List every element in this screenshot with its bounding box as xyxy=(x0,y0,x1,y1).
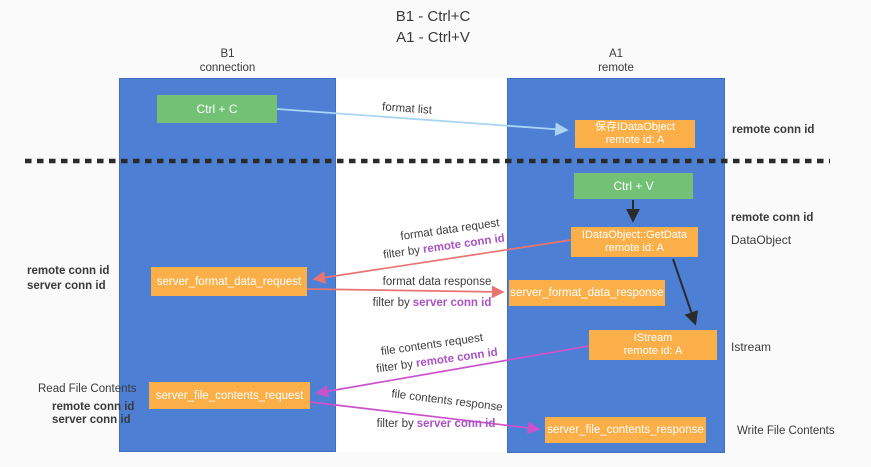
box-label-line1: IStream xyxy=(633,332,673,344)
lifeline-role: remote xyxy=(598,61,634,74)
diagram-title: B1 - Ctrl+C A1 - Ctrl+V xyxy=(396,6,471,48)
box-idataobject-getdata: IDataObject::GetData remote id: A xyxy=(571,227,698,257)
box-ctrl-c: Ctrl + C xyxy=(157,95,277,123)
box-label-line2: remote id: A xyxy=(623,345,683,357)
box-label-line2: remote id: A xyxy=(605,134,665,146)
filter-by-text: filter by xyxy=(372,297,410,309)
filter-by-text: filter by xyxy=(376,418,414,430)
box-label: Ctrl + C xyxy=(196,102,238,116)
box-saved-idataobject: 保存IDataObject remote id: A xyxy=(575,120,695,148)
annotation-read-server-conn-id: server conn id xyxy=(52,414,131,426)
title-line-2: A1 - Ctrl+V xyxy=(396,29,470,46)
box-server-format-data-request: server_format_data_request xyxy=(151,267,307,296)
box-label: server_format_data_request xyxy=(156,275,302,288)
lifeline-name: A1 xyxy=(608,48,624,60)
lifeline-header-b1: B1 connection xyxy=(119,48,336,75)
annotation-istream: Istream xyxy=(731,340,772,354)
box-label: server_file_contents_request xyxy=(155,389,304,402)
annotation-write-file-contents: Write File Contents xyxy=(737,425,835,437)
box-server-file-contents-request: server_file_contents_request xyxy=(149,382,310,409)
box-server-format-data-response: server_format_data_response xyxy=(509,280,665,306)
server-conn-id-text: server conn id xyxy=(416,418,496,430)
label-format-data-response: format data response xyxy=(382,276,492,288)
annotation-left-server-conn-id: server conn id xyxy=(27,280,106,292)
annotation-left-remote-conn-id: remote conn id xyxy=(27,265,110,277)
box-label: server_format_data_response xyxy=(510,287,664,299)
box-label: server_file_contents_response xyxy=(547,424,704,436)
annotation-read-file-contents: Read File Contents xyxy=(38,383,137,395)
lifeline-role: connection xyxy=(199,61,256,74)
box-ctrl-v: Ctrl + V xyxy=(574,173,693,199)
annotation-dataobject: DataObject xyxy=(731,233,792,247)
box-server-file-contents-response: server_file_contents_response xyxy=(545,417,706,443)
box-label: Ctrl + V xyxy=(613,179,654,193)
box-label-line2: remote id: A xyxy=(605,242,664,254)
title-line-1: B1 - Ctrl+C xyxy=(395,8,471,25)
annotation-remote-conn-id-dataobject: remote conn id xyxy=(731,212,814,224)
box-istream: IStream remote id: A xyxy=(589,330,717,360)
annotation-remote-conn-id-top: remote conn id xyxy=(732,124,815,136)
box-label-line1: 保存IDataObject xyxy=(594,121,676,133)
lifeline-name: B1 xyxy=(220,48,235,60)
box-label-line1: IDataObject::GetData xyxy=(581,229,688,241)
lifeline-header-a1: A1 remote xyxy=(507,48,725,75)
server-conn-id-text: server conn id xyxy=(412,297,492,309)
annotation-read-remote-conn-id: remote conn id xyxy=(52,401,135,413)
